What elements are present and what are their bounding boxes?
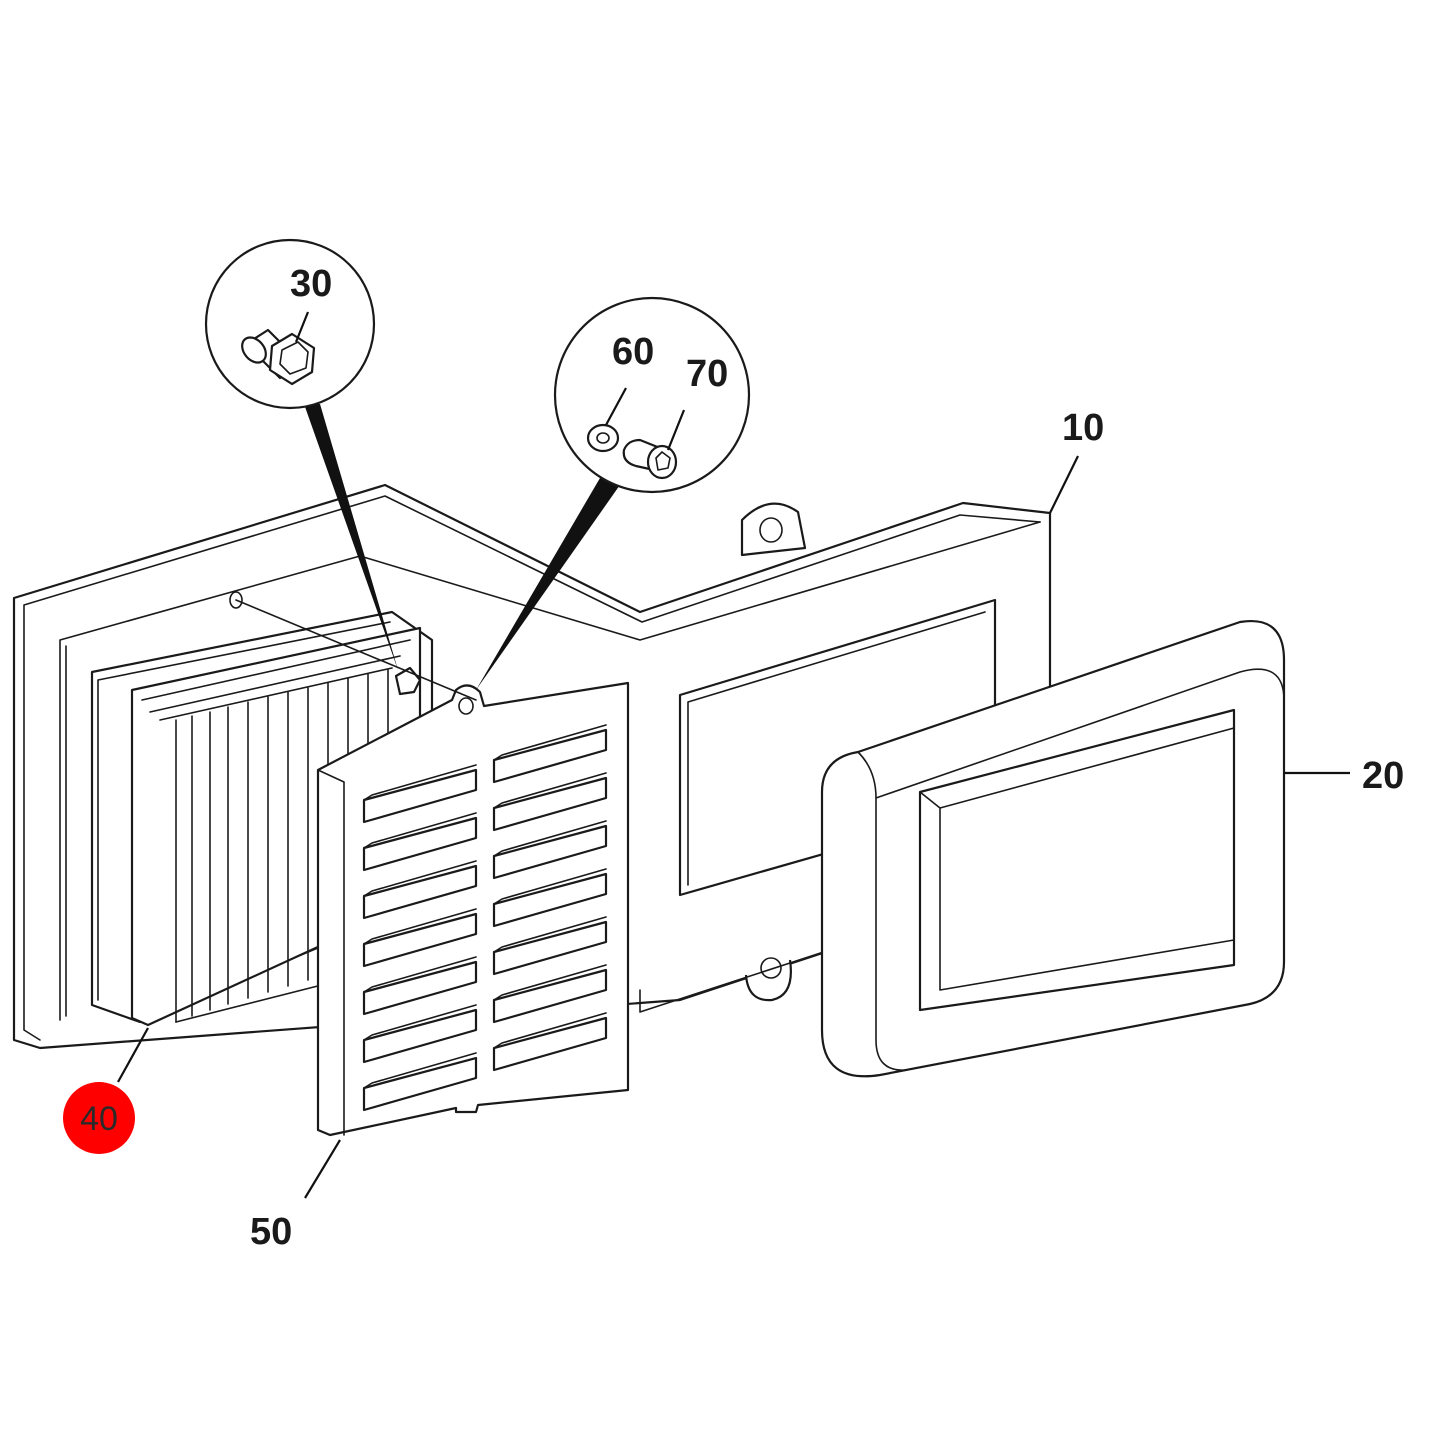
grille-tab-hole xyxy=(458,697,474,715)
leader-50 xyxy=(304,1139,341,1199)
housing-inner-frame xyxy=(59,521,1041,1021)
leader-40 xyxy=(117,1027,149,1083)
detail-bubble-60-70[interactable] xyxy=(476,296,751,690)
callout-10: 10 xyxy=(1062,407,1104,449)
leader-10 xyxy=(1049,455,1079,514)
mount-hole-top xyxy=(759,517,783,543)
detail-30-circle xyxy=(204,238,376,410)
leader-30 xyxy=(294,311,310,343)
mount-hole-bottom xyxy=(760,957,782,979)
housing-mount-tab-bottom xyxy=(744,959,792,1002)
gasket-inner-opening xyxy=(918,708,1236,1012)
socket-screw-icon xyxy=(622,438,678,480)
washer-icon xyxy=(586,423,620,453)
callout-50: 50 xyxy=(250,1211,292,1253)
detail-60-70-pointer xyxy=(476,478,622,690)
gasket-part-20[interactable] xyxy=(820,619,1350,1078)
detail-30-pointer xyxy=(304,404,398,670)
leader-60 xyxy=(605,387,627,426)
housing-rim xyxy=(23,495,1041,1041)
callout-30: 30 xyxy=(290,263,332,305)
nut-insert-icon xyxy=(241,328,316,386)
callout-20: 20 xyxy=(1362,755,1404,797)
detail-bubble-30[interactable] xyxy=(204,238,477,701)
callout-60: 60 xyxy=(612,331,654,373)
callout-40: 40 xyxy=(80,1100,118,1138)
housing-mount-tab-top xyxy=(740,502,807,557)
callout-70: 70 xyxy=(686,353,728,395)
grille-part-50[interactable] xyxy=(304,681,630,1199)
callout-40-highlight[interactable] xyxy=(63,1082,135,1154)
housing-screw-hole xyxy=(229,591,243,609)
leader-70 xyxy=(666,409,686,451)
grille-louvers xyxy=(362,724,608,1112)
